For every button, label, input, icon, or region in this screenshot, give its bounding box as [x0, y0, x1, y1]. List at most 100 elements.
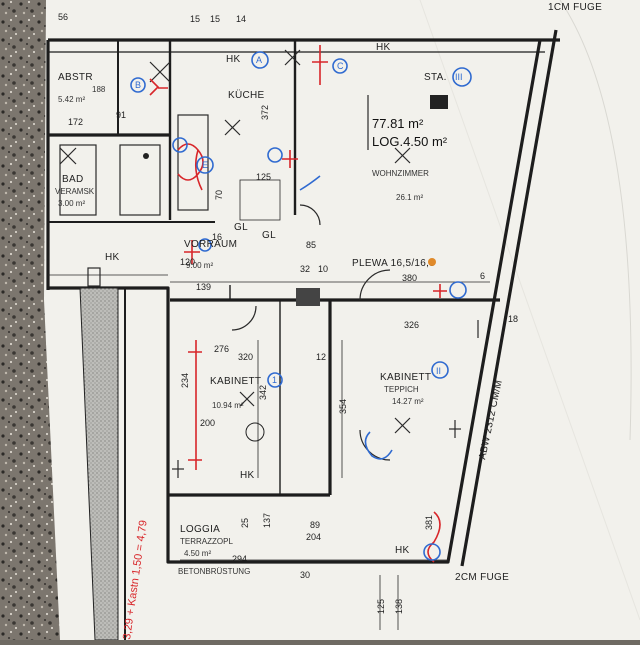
dim-number: 234 — [180, 373, 190, 388]
dim-number: 138 — [394, 599, 404, 614]
dim-number: 125 — [256, 172, 271, 182]
dim-number: 30 — [300, 570, 310, 580]
room-loggia-name: LOGGIA — [180, 524, 220, 535]
room-bad-name: BAD — [62, 174, 83, 185]
room-vorraum-name: VORRAUM — [184, 239, 237, 250]
chimney-block — [296, 288, 320, 306]
room-kabinett-right-name: KABINETT — [380, 372, 431, 383]
dim-number: 18 — [508, 314, 518, 324]
bottom-fuge-label: 2CM FUGE — [455, 572, 509, 583]
dimension-numbers: 56 15 14 125 91 172 120 139 32 10 85 380… — [58, 12, 518, 614]
dim-number: 12 — [316, 352, 326, 362]
room-loggia-area: 4.50 m² — [184, 549, 211, 558]
paper-sheet — [44, 0, 640, 640]
hk-label-3: HK — [240, 470, 255, 481]
top-wall-inner — [47, 40, 545, 53]
dim-number: 137 — [262, 513, 272, 528]
dim-number: 91 — [116, 110, 126, 120]
top-fuge-label: 1CM FUGE — [548, 2, 602, 13]
dim-number: 320 — [238, 352, 253, 362]
kitchen-stove — [239, 179, 281, 221]
sta-black-box — [430, 95, 448, 109]
room-kabinett-left-badge: 1 — [272, 375, 277, 385]
room-bad-sub: VERAMSK — [55, 187, 95, 196]
room-abstr-area: 5.42 m² — [58, 95, 85, 104]
outer-wall-lower — [48, 39, 542, 564]
dim-number: 32 — [300, 264, 310, 274]
room-wohnzimmer-name: WOHNZIMMER — [372, 169, 429, 178]
room-abstr-code: 188 — [92, 85, 106, 94]
area-main: 77.81 m² — [372, 116, 424, 131]
dim-number: 381 — [424, 515, 434, 530]
gl-label-2: GL — [262, 230, 276, 241]
dimension-lines — [48, 274, 490, 630]
door-swing-1 — [359, 269, 391, 301]
dim-number: 200 — [200, 418, 215, 428]
dim-number: 10 — [318, 264, 328, 274]
room-loggia-dim: 294 — [232, 554, 247, 564]
area-log: LOG.4.50 m² — [372, 134, 448, 149]
dim-number: 139 — [196, 282, 211, 292]
wc-box — [119, 144, 161, 216]
paper-arc — [559, 0, 632, 441]
bathtub — [59, 144, 97, 216]
room-kueche-dim: 372 — [260, 105, 270, 120]
dim-number: 6 — [480, 271, 485, 281]
blue-pen-markings — [130, 51, 472, 561]
hk-label-2: HK — [376, 42, 391, 53]
plewa-dot — [428, 258, 436, 266]
room-stamp-circle — [245, 422, 265, 442]
dim-number: 25 — [240, 518, 250, 528]
room-kabinett-right-sub: TEPPICH — [384, 385, 419, 394]
room-kabinett-right-badge: II — [436, 366, 441, 376]
dim-number: 89 — [310, 520, 320, 530]
room-kabinett-left-area: 10.94 m² — [212, 401, 244, 410]
circle-mark-e: E — [202, 160, 208, 170]
dim-number: 15 — [190, 14, 200, 24]
dim-number: 276 — [214, 344, 229, 354]
room-bad-area: 3.00 m² — [58, 199, 85, 208]
wc-dot — [143, 153, 149, 159]
room-loggia-sub2: BETONBRÜSTUNG — [178, 567, 250, 576]
dim-number: 125 — [376, 599, 386, 614]
hk-label-4: HK — [395, 545, 410, 556]
dim-number: 120 — [180, 257, 195, 267]
circle-mark-c: C — [337, 61, 344, 71]
dim-number: 380 — [402, 273, 417, 283]
kitchen-counter — [177, 114, 209, 211]
circle-mark-a: A — [256, 55, 262, 65]
outer-wall-right — [460, 29, 558, 567]
room-loggia-sub: TERRAZZOPL — [180, 537, 233, 546]
room-wohnzimmer-area: 26.1 m² — [396, 193, 423, 202]
red-pen-markings — [149, 45, 447, 563]
dim-number: 326 — [404, 320, 419, 330]
paper-crease — [419, 0, 640, 621]
room-abstr-name: ABSTR — [58, 72, 93, 83]
hk-label-1: HK — [226, 54, 241, 65]
room-kueche-name: KÜCHE — [228, 89, 265, 101]
dim-number: 172 — [68, 117, 83, 127]
dim-number: 56 — [58, 12, 68, 22]
dim-number: 204 — [306, 532, 321, 542]
circle-mark-b: B — [135, 80, 141, 90]
dim-number: 15 — [210, 14, 220, 24]
dim-number: 354 — [338, 399, 348, 414]
entry-post — [87, 267, 101, 287]
sta-numeral: III — [455, 72, 463, 82]
dim-number: 70 — [214, 190, 224, 200]
window-marks — [59, 49, 411, 434]
gl-label-1: GL — [234, 222, 248, 233]
dim-number: 85 — [306, 240, 316, 250]
room-kabinett-right-area: 14.27 m² — [392, 397, 424, 406]
door-swing-2 — [231, 305, 257, 331]
dim-number: 14 — [236, 14, 246, 24]
hk-ticks — [172, 320, 479, 478]
room-kabinett-left-name: KABINETT — [210, 376, 261, 387]
dim-number: 16 — [212, 232, 222, 242]
dim-number: 342 — [258, 385, 268, 400]
door-swing-3 — [299, 204, 321, 226]
room-vorraum-area: 9.00 m² — [186, 261, 213, 270]
sta-label: STA. — [424, 72, 447, 83]
